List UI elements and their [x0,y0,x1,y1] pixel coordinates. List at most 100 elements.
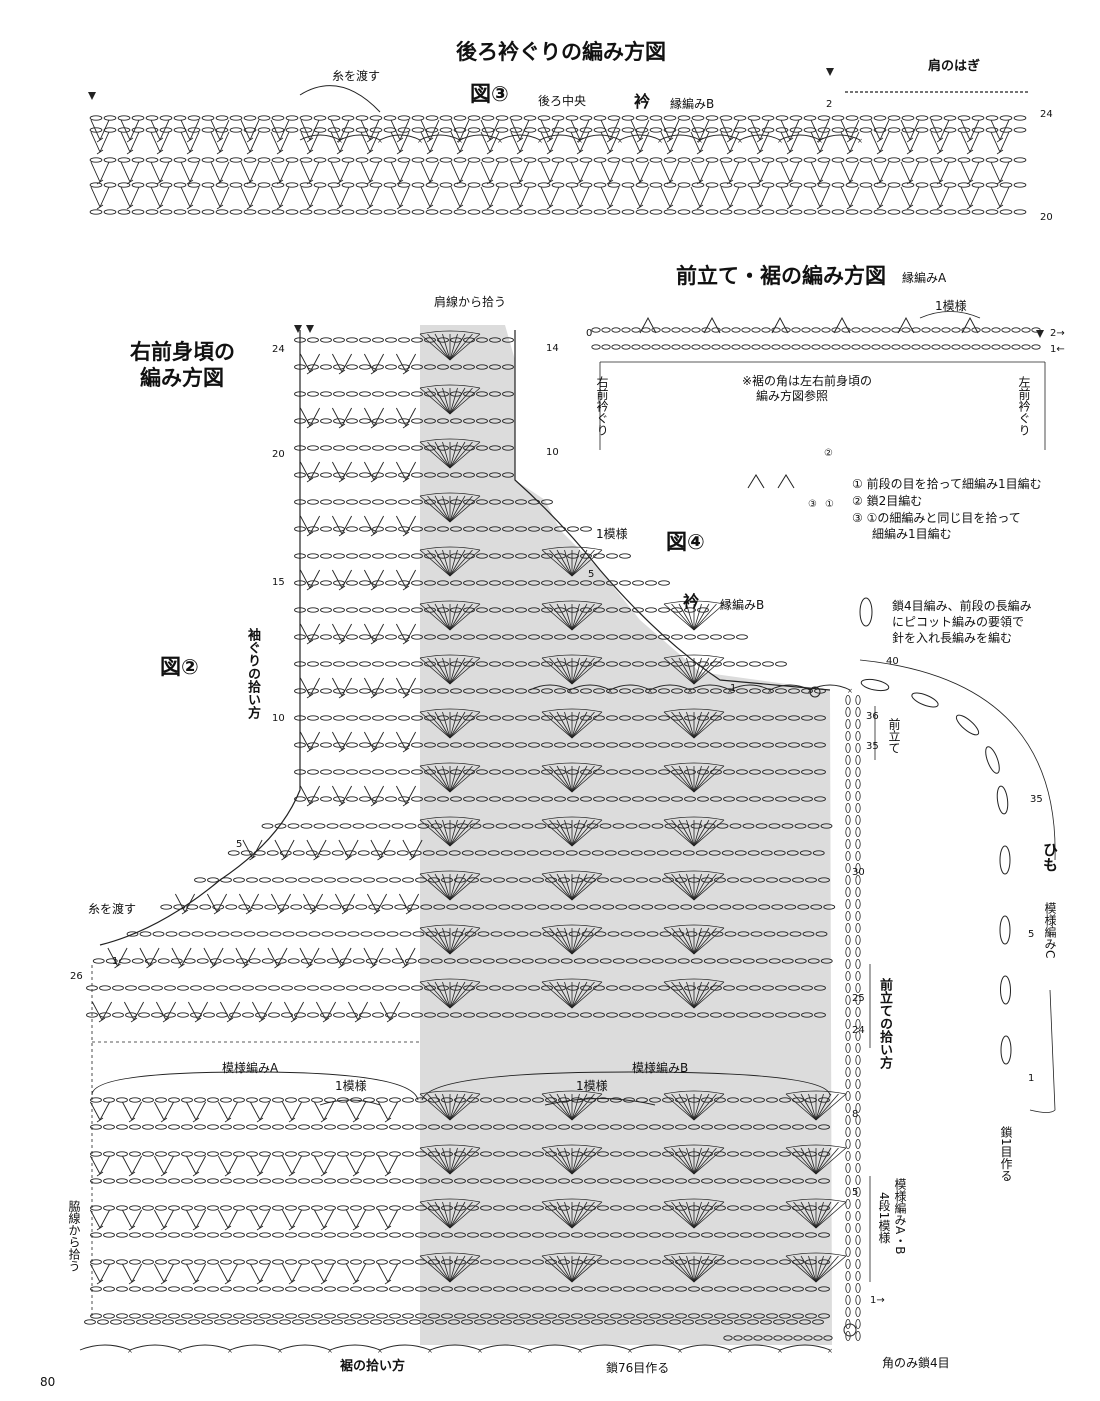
chain-stitch [636,877,648,883]
single-crochet-x [216,149,224,155]
picot [897,316,915,334]
chain-stitch [723,634,735,640]
band-chain [855,935,861,946]
chain-stitch [506,1178,518,1184]
chain-stitch [749,985,761,991]
chain-stitch [489,769,501,775]
row-number: 35 [1030,794,1043,805]
chain-stitch [697,769,709,775]
chain-stitch [117,157,131,163]
single-crochet-x [276,149,284,155]
chain-stitch [372,364,384,370]
chain-stitch [915,182,929,188]
x-mark: × [377,1347,383,1355]
chain-stitch [359,796,371,802]
chain-stitch [437,553,449,559]
chain-stitch [467,209,481,215]
shell-stitch [449,765,473,793]
chain-stitch [261,823,274,829]
chain-stitch [775,796,787,802]
chain-arch [429,1344,481,1351]
tie-bracket [859,659,1056,861]
chain-stitch [281,1012,293,1018]
chain-stitch [385,391,397,397]
chain-stitch [363,1178,375,1184]
shell-stitch [449,387,473,415]
chain-stitch [693,904,706,910]
shell-stitch [449,333,466,361]
single-crochet-x [226,1017,234,1023]
chain-stitch [357,1319,369,1325]
chain-arch [529,684,571,691]
chain-stitch [658,1012,670,1018]
chain-stitch [372,985,384,991]
chain-stitch [307,661,319,667]
double-crochet-v [150,119,170,141]
chain-stitch [439,182,453,188]
chain-stitch [365,823,378,829]
cross-yarn-curve [299,85,381,113]
chain-stitch [755,958,768,964]
chain-arch [339,134,381,141]
chain-stitch [929,127,943,133]
chain-stitch [215,182,229,188]
single-crochet-x [384,1117,392,1123]
chain-stitch [272,1313,284,1319]
chain-stitch [355,127,369,133]
chain-stitch [723,715,735,721]
double-crochet-v [370,839,391,859]
chain-stitch [957,115,971,121]
shell-top [541,816,603,821]
chain-stitch [181,1151,193,1157]
chain-stitch [710,985,722,991]
chain-stitch [385,553,397,559]
chain-stitch [346,607,358,613]
chain-stitch [463,688,475,694]
x-mark: × [627,1347,633,1355]
chain-stitch [287,823,300,829]
edging-a-label: 縁編みA [902,271,947,285]
chain-stitch [476,688,488,694]
chain-stitch [576,904,589,910]
shell-top [419,924,481,929]
chain-stitch [708,850,721,856]
chain-stitch [285,1124,297,1130]
chain-stitch [437,607,449,613]
single-crochet-x [409,855,416,861]
chain-stitch [117,209,131,215]
shell-stitch [449,873,481,901]
chain-stitch [697,742,709,748]
chain-stitch [558,1205,570,1211]
pattern-b-label: 模様編みB [632,1061,689,1075]
chain-stitch [771,344,781,350]
chain-stitch [817,209,831,215]
shell-stitch [449,873,458,901]
chain-stitch [259,1097,271,1103]
shell-stitch [449,1093,481,1121]
chain-stitch [999,127,1013,133]
double-crochet-v [282,1101,302,1121]
shell-stitch [571,1201,580,1229]
chain-stitch [272,877,284,883]
chain-stitch [801,796,813,802]
single-crochet-x [402,747,410,753]
chain-stitch [649,1205,661,1211]
single-crochet-x [160,1171,168,1177]
band-chain [855,1115,861,1126]
chain-stitch [791,344,801,350]
chain-stitch [803,157,817,163]
chain-stitch [733,209,747,215]
chain-stitch [662,1313,674,1319]
chain-stitch [385,688,397,694]
chain-stitch [324,1313,336,1319]
single-crochet-x [546,149,554,155]
band-chain [845,1295,851,1306]
chain-stitch [435,1319,447,1325]
chain-stitch [480,1232,492,1238]
band-chain [845,767,851,778]
double-crochet-v [540,186,560,208]
chain-stitch [509,209,523,215]
chain-stitch [415,1232,427,1238]
double-crochet-v [154,1209,174,1229]
chain-stitch [489,985,501,991]
